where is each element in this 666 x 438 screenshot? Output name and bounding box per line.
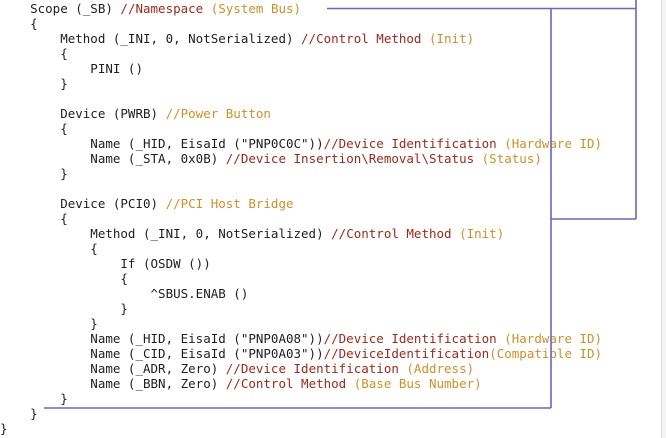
line-pci0-method-close: } bbox=[0, 316, 666, 331]
code-token: Name (_CID, EisaId ("PNP0A03")) bbox=[0, 346, 324, 361]
code-token: ^SBUS.ENAB () bbox=[0, 286, 249, 301]
line-device-pwrb: Device (PWRB) //Power Button bbox=[0, 106, 666, 121]
comment-token: (Base Bus Number) bbox=[353, 376, 482, 391]
comment-token: //Device Insertion\Removal\Status bbox=[225, 151, 482, 166]
line-pci0-hid: Name (_HID, EisaId ("PNP0A08"))//Device … bbox=[0, 331, 666, 346]
line-blank-2 bbox=[0, 181, 666, 196]
code-token: Device (PWRB) bbox=[0, 106, 166, 121]
comment-token: //Control Method bbox=[301, 31, 429, 46]
comment-token: (Init) bbox=[459, 226, 505, 241]
code-token: Name (_ADR, Zero) bbox=[0, 361, 226, 376]
comment-token: //Device Identification bbox=[225, 361, 407, 376]
code-token: Name (_STA, 0x0B) bbox=[0, 151, 226, 166]
code-token: Name (_HID, EisaId ("PNP0C0C")) bbox=[0, 136, 324, 151]
line-pci0-method: Method (_INI, 0, NotSerialized) //Contro… bbox=[0, 226, 666, 241]
code-token: { bbox=[0, 271, 128, 286]
line-device-pci0: Device (PCI0) //PCI Host Bridge bbox=[0, 196, 666, 211]
code-token: { bbox=[0, 46, 68, 61]
comment-token: //Control Method bbox=[331, 226, 460, 241]
line-if-osdw: If (OSDW ()) bbox=[0, 256, 666, 271]
comment-token: (Compatible ID) bbox=[489, 346, 603, 361]
line-if-close: } bbox=[0, 301, 666, 316]
comment-token: //DeviceIdentification bbox=[323, 346, 490, 361]
code-token: } bbox=[0, 391, 68, 406]
comment-token: (Hardware ID) bbox=[504, 136, 603, 151]
line-scope: Scope (_SB) //Namespace (System Bus) bbox=[0, 1, 666, 16]
line-if-open: { bbox=[0, 271, 666, 286]
line-pci0-bbn: Name (_BBN, Zero) //Control Method (Base… bbox=[0, 376, 666, 391]
code-token: { bbox=[0, 121, 68, 136]
line-pci0-open: { bbox=[0, 211, 666, 226]
line-pwrb-hid: Name (_HID, EisaId ("PNP0C0C"))//Device … bbox=[0, 136, 666, 151]
line-blank-1 bbox=[0, 91, 666, 106]
vertical-scrollbar[interactable] bbox=[661, 0, 666, 438]
code-token: Device (PCI0) bbox=[0, 196, 166, 211]
code-token: If (OSDW ()) bbox=[0, 256, 211, 271]
comment-token: //Device Identification bbox=[323, 136, 505, 151]
code-token: Scope (_SB) bbox=[0, 1, 121, 16]
comment-token: (System Bus) bbox=[210, 1, 302, 16]
line-method-open: { bbox=[0, 46, 666, 61]
line-pini: PINI () bbox=[0, 61, 666, 76]
code-token: Method (_INI, 0, NotSerialized) bbox=[0, 31, 302, 46]
line-pci0-close: } bbox=[0, 391, 666, 406]
code-token: { bbox=[0, 16, 38, 31]
line-pci0-adr: Name (_ADR, Zero) //Device Identificatio… bbox=[0, 361, 666, 376]
line-method-ini: Method (_INI, 0, NotSerialized) //Contro… bbox=[0, 31, 666, 46]
line-pwrb-sta: Name (_STA, 0x0B) //Device Insertion\Rem… bbox=[0, 151, 666, 166]
code-token: } bbox=[0, 406, 38, 421]
line-pwrb-close: } bbox=[0, 166, 666, 181]
code-token: } bbox=[0, 316, 98, 331]
code-token: PINI () bbox=[0, 61, 143, 76]
comment-token: (Address) bbox=[406, 361, 475, 376]
comment-token: //Power Button bbox=[165, 106, 271, 121]
line-scope-open: { bbox=[0, 16, 666, 31]
code-token: { bbox=[0, 241, 98, 256]
line-pci0-method-open: { bbox=[0, 241, 666, 256]
code-token: } bbox=[0, 301, 128, 316]
comment-token: (Status) bbox=[481, 151, 542, 166]
code-token: Name (_HID, EisaId ("PNP0A08")) bbox=[0, 331, 324, 346]
comment-token: (Init) bbox=[428, 31, 475, 46]
comment-token: //Control Method bbox=[225, 376, 354, 391]
line-outer-close: } bbox=[0, 421, 666, 436]
code-token: Method (_INI, 0, NotSerialized) bbox=[0, 226, 332, 241]
comment-token: //Namespace bbox=[120, 1, 211, 16]
code-token: } bbox=[0, 76, 68, 91]
code-token: { bbox=[0, 211, 68, 226]
line-scope-close: } bbox=[0, 406, 666, 421]
line-pci0-cid: Name (_CID, EisaId ("PNP0A03"))//DeviceI… bbox=[0, 346, 666, 361]
code-token: Name (_BBN, Zero) bbox=[0, 376, 226, 391]
code-token: } bbox=[0, 421, 8, 436]
line-pwrb-open: { bbox=[0, 121, 666, 136]
comment-token: (Hardware ID) bbox=[504, 331, 603, 346]
comment-token: //PCI Host Bridge bbox=[165, 196, 294, 211]
line-method-close: } bbox=[0, 76, 666, 91]
code-token: } bbox=[0, 166, 68, 181]
comment-token: //Device Identification bbox=[323, 331, 505, 346]
line-sbus-enab: ^SBUS.ENAB () bbox=[0, 286, 666, 301]
